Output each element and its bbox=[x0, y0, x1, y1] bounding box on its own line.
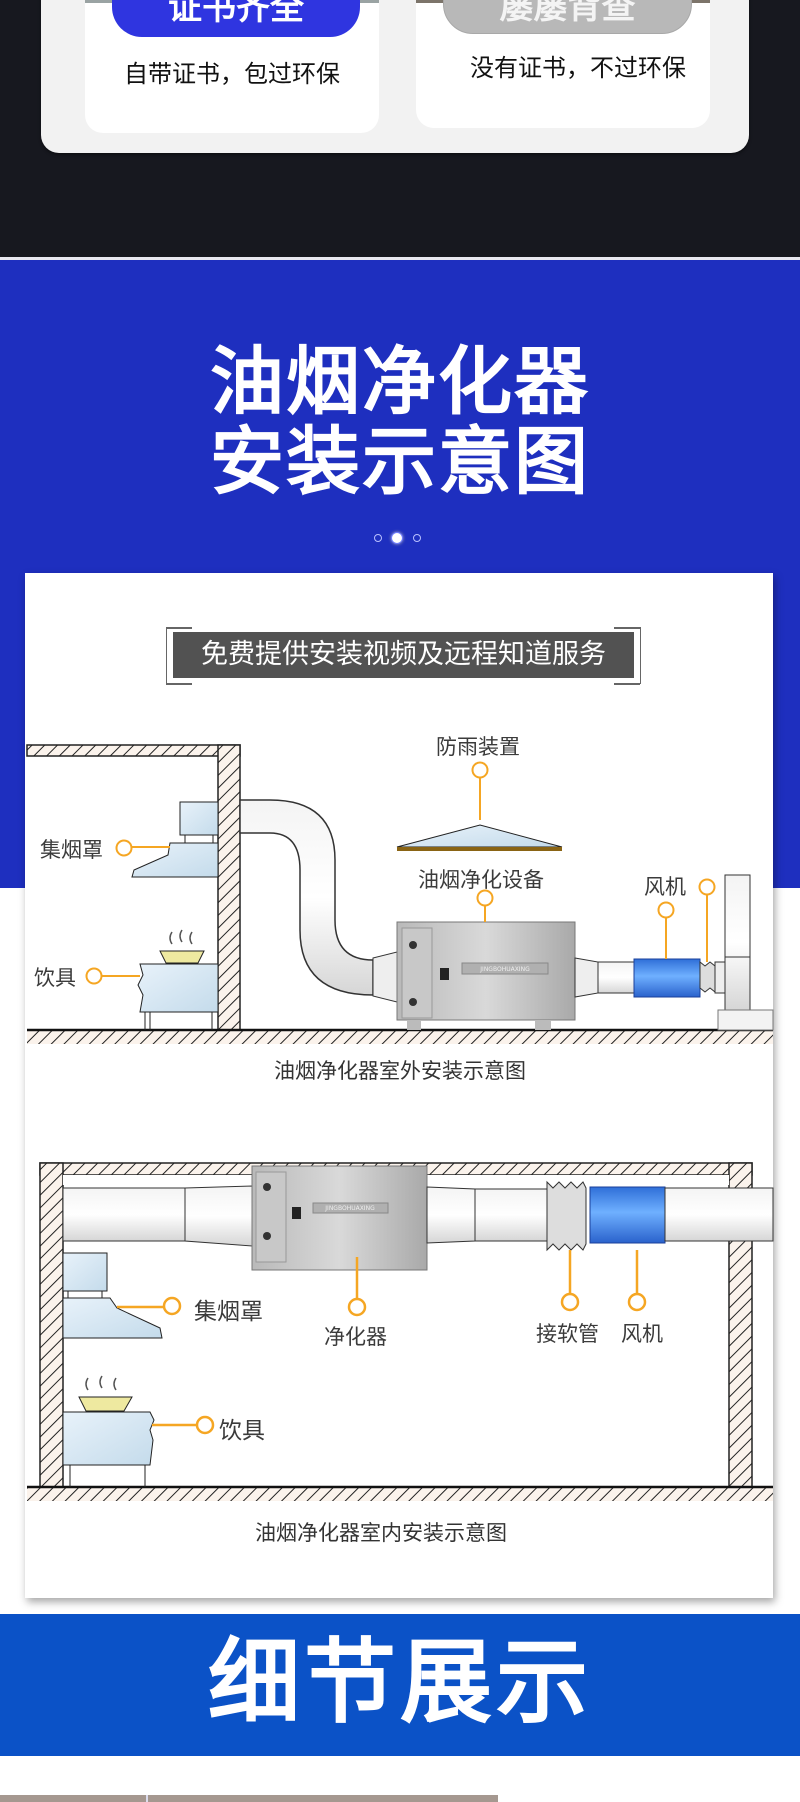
outdoor-hood-icon bbox=[131, 842, 219, 878]
detail-section-band bbox=[0, 1614, 800, 1756]
indoor-diagram: JINGBOHUAXING bbox=[27, 1162, 774, 1501]
carousel-dot-1[interactable] bbox=[374, 534, 382, 542]
outdoor-diagram: JINGBOHUAXING bbox=[26, 744, 774, 1044]
label-indoor-hood: 集烟罩 bbox=[194, 1299, 263, 1325]
callout-marker-fan bbox=[627, 1292, 647, 1312]
outdoor-purifier-brand: JINGBOHUAXING bbox=[479, 966, 530, 973]
label-indoor-fan: 风机 bbox=[621, 1322, 663, 1346]
label-rain-cap: 防雨装置 bbox=[436, 735, 520, 759]
label-outdoor-stove: 饮具 bbox=[34, 966, 76, 990]
outdoor-caption: 油烟净化器室外安装示意图 bbox=[274, 1059, 526, 1083]
section-divider bbox=[0, 257, 800, 260]
label-indoor-purifier: 净化器 bbox=[324, 1325, 387, 1349]
callout-marker-hood bbox=[162, 1296, 182, 1316]
outdoor-ground bbox=[27, 1030, 773, 1044]
outdoor-fan-unit bbox=[633, 958, 701, 998]
indoor-duct-right bbox=[664, 1187, 774, 1242]
indoor-duct-left bbox=[62, 1187, 186, 1242]
outdoor-flex-connector bbox=[699, 960, 716, 994]
indoor-flex-connector bbox=[546, 1180, 587, 1252]
indoor-ground bbox=[27, 1487, 773, 1501]
detail-section-title: 细节展示 bbox=[207, 1629, 592, 1736]
carousel-dot-2-active[interactable] bbox=[391, 532, 403, 544]
bracket-corner bbox=[166, 627, 192, 629]
callout-marker-stove bbox=[195, 1415, 215, 1435]
label-outdoor-purifier: 油烟净化设备 bbox=[418, 868, 544, 892]
outdoor-callouts bbox=[85, 761, 716, 985]
indoor-fan-unit bbox=[589, 1186, 666, 1244]
outdoor-stove-icon bbox=[137, 963, 219, 1013]
uncertified-badge: 屡屡背查 bbox=[443, 0, 692, 34]
label-outdoor-fan: 风机 bbox=[644, 875, 686, 899]
indoor-purifier-brand: JINGBOHUAXING bbox=[324, 1205, 375, 1212]
callout-marker-flex bbox=[560, 1292, 580, 1312]
bracket-corner bbox=[166, 683, 192, 685]
outdoor-side-wall bbox=[217, 744, 241, 1031]
service-banner: 免费提供安装视频及远程知道服务 bbox=[173, 632, 634, 678]
label-indoor-flex-pipe: 接软管 bbox=[536, 1322, 599, 1346]
indoor-caption: 油烟净化器室内安装示意图 bbox=[255, 1521, 507, 1545]
bracket-corner bbox=[614, 627, 640, 629]
indoor-hood-icon bbox=[62, 1297, 163, 1339]
certified-badge: 证书齐全 bbox=[112, 0, 360, 37]
callout-marker-purifier bbox=[347, 1297, 367, 1317]
carousel-dot-3[interactable] bbox=[413, 534, 421, 542]
label-outdoor-hood: 集烟罩 bbox=[40, 838, 103, 862]
certified-description: 自带证书，包过环保 bbox=[124, 60, 340, 88]
callout-marker-rain-cap bbox=[471, 761, 489, 779]
indoor-stove-icon bbox=[62, 1411, 155, 1466]
outdoor-ceiling-wall bbox=[26, 744, 241, 757]
outdoor-chimney bbox=[724, 874, 751, 1011]
indoor-callouts bbox=[117, 1250, 647, 1435]
uncertified-description: 没有证书，不过环保 bbox=[470, 54, 686, 82]
steam-icon bbox=[85, 1375, 117, 1391]
callout-marker-flex bbox=[698, 878, 716, 896]
steam-icon bbox=[169, 929, 193, 945]
rain-cap-icon bbox=[396, 824, 563, 848]
indoor-left-wall bbox=[39, 1162, 64, 1488]
detail-photo-divider bbox=[146, 1795, 148, 1802]
outdoor-hood-box bbox=[179, 801, 219, 836]
callout-marker-purifier bbox=[476, 889, 494, 907]
bracket-corner bbox=[614, 683, 640, 685]
install-title-line1: 油烟净化器 bbox=[210, 339, 590, 425]
callout-marker-fan bbox=[657, 901, 675, 919]
label-indoor-stove: 饮具 bbox=[219, 1418, 265, 1444]
callout-marker-stove bbox=[85, 967, 103, 985]
callout-marker-hood bbox=[115, 839, 133, 857]
detail-photo bbox=[0, 1795, 498, 1802]
outdoor-exhaust-duct bbox=[239, 799, 374, 996]
indoor-hood-box bbox=[62, 1252, 108, 1292]
install-title-line2: 安装示意图 bbox=[210, 419, 590, 505]
banner-bracket-frame bbox=[166, 627, 641, 684]
